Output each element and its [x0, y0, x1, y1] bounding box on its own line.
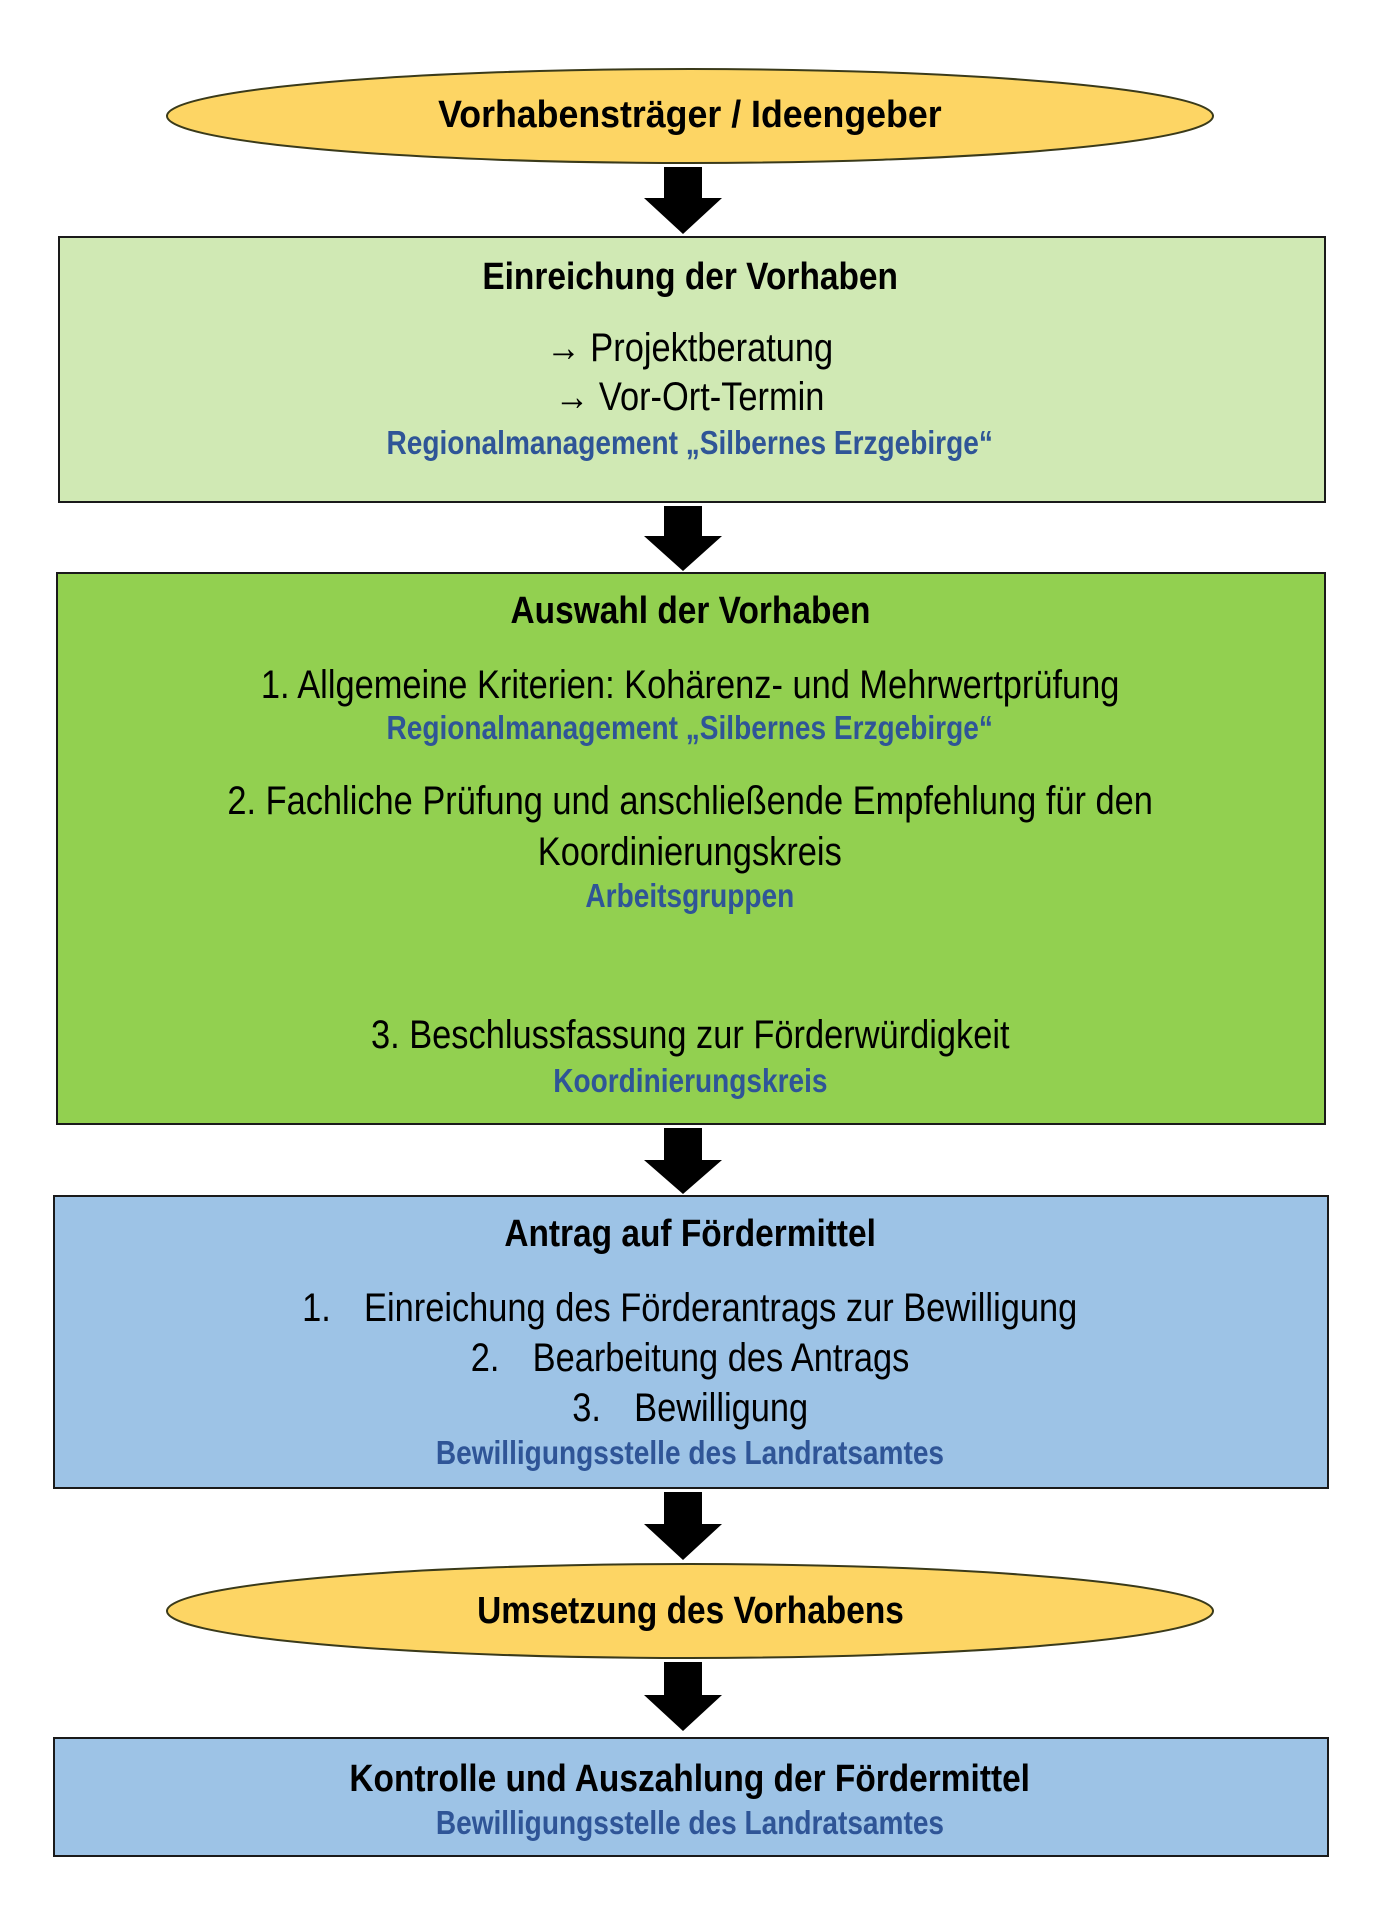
application-box	[53, 1195, 1329, 1489]
arrow-down-icon	[644, 1662, 722, 1731]
application-item-text: Bearbeitung des Antrags	[532, 1336, 910, 1380]
submission-responsible: Regionalmanagement „Silbernes Erzgebirge…	[386, 424, 994, 461]
selection-step3: 3. Beschlussfassung zur Förderwürdigkeit	[370, 1013, 1010, 1057]
application-item-number: 2.	[470, 1336, 500, 1380]
control-box	[53, 1737, 1329, 1857]
application-responsible: Bewilligungsstelle des Landratsamtes	[435, 1434, 945, 1471]
start-label: Vorhabensträger / Ideengeber	[438, 94, 942, 136]
application-item: 1. Einreichung des Förderantrags zur Bewi…	[0, 1288, 1380, 1328]
selection-step1: 1. Allgemeine Kriterien: Kohärenz- und M…	[260, 663, 1120, 707]
selection-step3-responsible: Koordinierungskreis	[552, 1062, 828, 1099]
selection-box	[56, 572, 1326, 1125]
implementation-label: Umsetzung des Vorhabens	[476, 1590, 904, 1632]
arrow-down-icon	[644, 167, 722, 234]
submission-box	[58, 236, 1326, 503]
application-item-text: Bewilligung	[633, 1386, 808, 1430]
submission-step-consulting: → Projektberatung	[546, 326, 834, 370]
application-title: Antrag auf Fördermittel	[504, 1213, 876, 1255]
selection-title: Auswahl der Vorhaben	[510, 590, 870, 632]
selection-step2-responsible: Arbeitsgruppen	[585, 877, 795, 914]
implementation-ellipse	[166, 1563, 1214, 1659]
selection-step2-line1: 2. Fachliche Prüfung und anschließende E…	[227, 779, 1153, 823]
submission-step-onsite: → Vor-Ort-Termin	[555, 375, 825, 419]
selection-step1-responsible: Regionalmanagement „Silbernes Erzgebirge…	[386, 709, 994, 746]
application-item: 3. Bewilligung	[0, 1388, 1380, 1428]
application-item-number: 1.	[302, 1286, 332, 1330]
application-item-number: 3.	[572, 1386, 601, 1430]
selection-step2-line2: Koordinierungskreis	[537, 830, 843, 874]
application-item-text: Einreichung des Förderantrags zur Bewill…	[364, 1286, 1078, 1330]
arrow-down-icon	[644, 1492, 722, 1560]
control-title: Kontrolle und Auszahlung der Fördermitte…	[349, 1758, 1031, 1800]
start-ellipse	[166, 68, 1214, 164]
submission-title: Einreichung der Vorhaben	[482, 256, 898, 298]
arrow-down-icon	[644, 506, 722, 571]
application-item: 2. Bearbeitung des Antrags	[0, 1338, 1380, 1378]
control-responsible: Bewilligungsstelle des Landratsamtes	[435, 1804, 945, 1841]
arrow-down-icon	[644, 1128, 722, 1194]
